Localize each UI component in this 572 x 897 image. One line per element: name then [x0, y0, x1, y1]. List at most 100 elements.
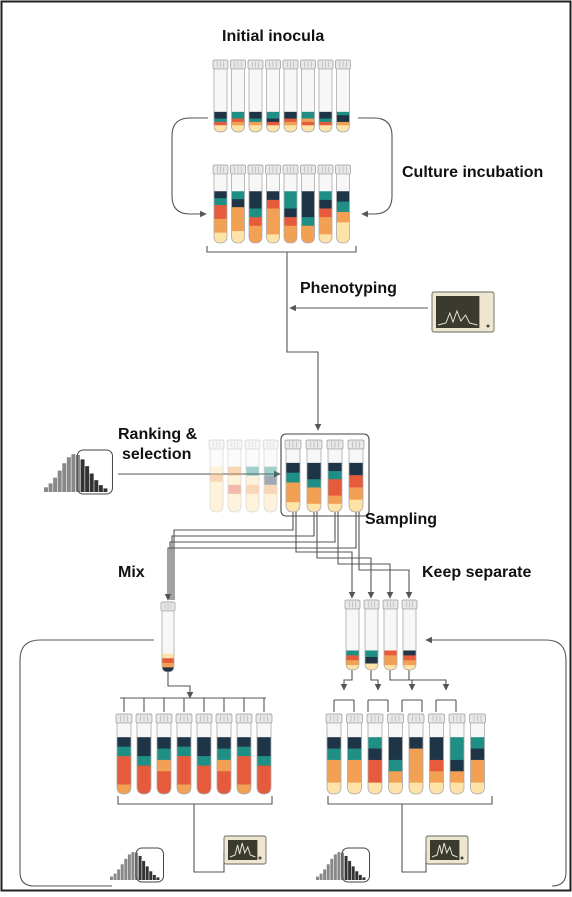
culture-band	[450, 737, 464, 761]
inoculum-tube	[335, 59, 351, 133]
histogram-bar	[53, 477, 58, 492]
ranking-histogram-left	[110, 847, 164, 883]
culture-band	[388, 759, 403, 772]
histogram-bar	[57, 470, 62, 492]
label-selection: selection	[122, 446, 192, 463]
culture-band	[347, 737, 362, 750]
tube-outline	[116, 722, 132, 795]
tube-cap	[208, 439, 225, 450]
mix-tube	[160, 601, 176, 673]
ranking-histogram-right	[316, 847, 370, 883]
culture-band	[286, 482, 300, 503]
culture-band	[266, 121, 280, 126]
culture-band	[284, 208, 297, 218]
culture-band	[470, 737, 485, 750]
histogram-bar	[120, 864, 124, 880]
selected-tube	[284, 439, 302, 513]
culture-band	[266, 125, 280, 132]
culture-band	[286, 472, 300, 484]
culture-band	[319, 217, 332, 235]
inoculum-tube	[247, 59, 264, 133]
histogram-bar	[127, 854, 131, 880]
device-knob	[460, 856, 464, 860]
mixed-to-device	[193, 804, 225, 873]
culture-band	[264, 475, 277, 486]
tube-outline	[318, 68, 333, 133]
histogram-bar	[113, 873, 117, 880]
mix-sampling-line	[171, 512, 315, 600]
culture-band	[346, 655, 359, 661]
culture-band	[228, 493, 241, 512]
histogram-bar	[145, 866, 149, 880]
culture-tube	[247, 164, 264, 244]
mixed-culture-tube	[155, 713, 173, 795]
culture-band	[301, 121, 315, 126]
spectrum-trace	[437, 309, 478, 326]
culture-band	[450, 782, 464, 794]
culture-band	[349, 462, 363, 476]
tube-outline	[196, 722, 212, 795]
culture-band	[249, 191, 262, 209]
culture-band	[384, 655, 397, 666]
culture-band	[284, 118, 297, 123]
culture-band	[349, 499, 363, 512]
tube-outline	[176, 722, 192, 795]
device-layer	[44, 291, 495, 883]
culture-tube	[317, 164, 334, 244]
separate-culture-tube	[407, 713, 425, 795]
culture-band	[214, 191, 227, 199]
culture-band	[162, 662, 174, 668]
rejected-tube	[244, 439, 261, 513]
culture-band	[217, 737, 231, 750]
culture-band	[137, 765, 151, 794]
culture-band	[214, 125, 227, 132]
histogram-bar	[98, 485, 103, 492]
separate-culture-tube	[346, 713, 363, 795]
tube-outline	[408, 722, 424, 795]
culture-band	[365, 656, 378, 664]
label-phenotyping: Phenotyping	[300, 280, 397, 297]
culture-band	[214, 121, 227, 126]
label-initial-inocula: Initial inocula	[222, 28, 325, 45]
culture-band	[388, 771, 403, 784]
tube-cap	[226, 439, 243, 450]
tube-outline	[248, 173, 263, 244]
separate-culture-tube	[387, 713, 404, 795]
culture-band	[231, 111, 245, 120]
separate-split-line	[340, 670, 353, 691]
culture-tube	[265, 164, 281, 244]
culture-band	[429, 737, 444, 761]
tube-outline	[231, 173, 245, 244]
culture-band	[237, 746, 251, 757]
tube-outline	[318, 173, 333, 244]
culture-band	[429, 759, 444, 772]
culture-band	[284, 121, 297, 126]
culture-band	[319, 118, 332, 123]
mixed-culture-tube	[135, 713, 153, 795]
selected-tube	[305, 439, 323, 513]
mixed-culture-tube	[115, 713, 133, 795]
culture-band	[246, 466, 259, 477]
histogram-bar	[71, 454, 76, 492]
tube-outline	[347, 722, 362, 795]
tube-outline	[256, 722, 272, 795]
culture-band	[347, 748, 362, 761]
culture-band	[266, 118, 280, 123]
culture-band	[470, 759, 485, 784]
culture-band	[403, 665, 416, 670]
culture-band	[368, 759, 382, 784]
culture-tube	[282, 164, 299, 244]
culture-band	[403, 655, 416, 661]
histogram-bar	[131, 852, 135, 880]
mix-sampling-line	[164, 512, 357, 601]
inoculum-tube	[212, 59, 229, 133]
culture-band	[228, 475, 241, 486]
tube-outline	[336, 68, 350, 133]
tube-cap	[244, 439, 261, 450]
inoculum-tube	[265, 59, 281, 133]
histogram-bar	[48, 483, 53, 492]
tube-cap	[262, 439, 279, 450]
separate-tube	[344, 599, 361, 671]
tube-outline	[136, 722, 152, 795]
